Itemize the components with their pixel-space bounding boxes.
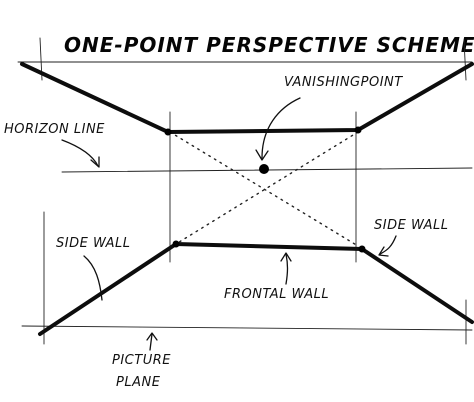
picture-plane-arrowhead [146,332,158,341]
diagram-title: ONE-POINT PERSPECTIVE SCHEME [64,33,474,57]
side-wall-left-arrow [83,255,103,301]
side-wall-left-label: SIDE WALL [56,236,131,251]
picture-plane-label-line1: PICTURE [112,353,171,368]
picture-plane-label-line2: PLANE [116,375,161,390]
frontal-wall-arrow [285,253,289,285]
frame-top-right-tick [463,39,467,81]
diagonal-tl-br [169,131,359,247]
frontal-wall-arrowhead [280,252,292,262]
corner-bottom-left-dot [172,240,180,248]
side-wall-right-arrow [379,235,397,255]
vanishing-point-dot [259,164,269,174]
horizon-line-label: HORIZON LINE [4,122,105,137]
vanishing-point-arrowhead [255,149,269,161]
frontal-wall-label: FRONTAL WALL [224,287,329,302]
corner-bottom-right-dot [358,245,366,253]
frame-bottom-line [21,325,473,331]
horizon-line-arrow [61,139,99,167]
side-wall-right-label: SIDE WALL [374,218,449,233]
picture-plane-arrow [149,333,153,351]
vanishing-point-arrow [261,97,301,159]
floor-edges [38,242,474,336]
horizon-line-arrowhead [90,156,100,168]
corner-top-right-dot [354,126,362,134]
corner-top-left-dot [164,128,172,136]
vanishing-point-label: VANISHINGPOINT [284,75,403,90]
ceiling-edges [20,62,474,134]
diagonal-tr-bl [175,131,359,245]
side-wall-right-arrowhead [378,246,389,257]
